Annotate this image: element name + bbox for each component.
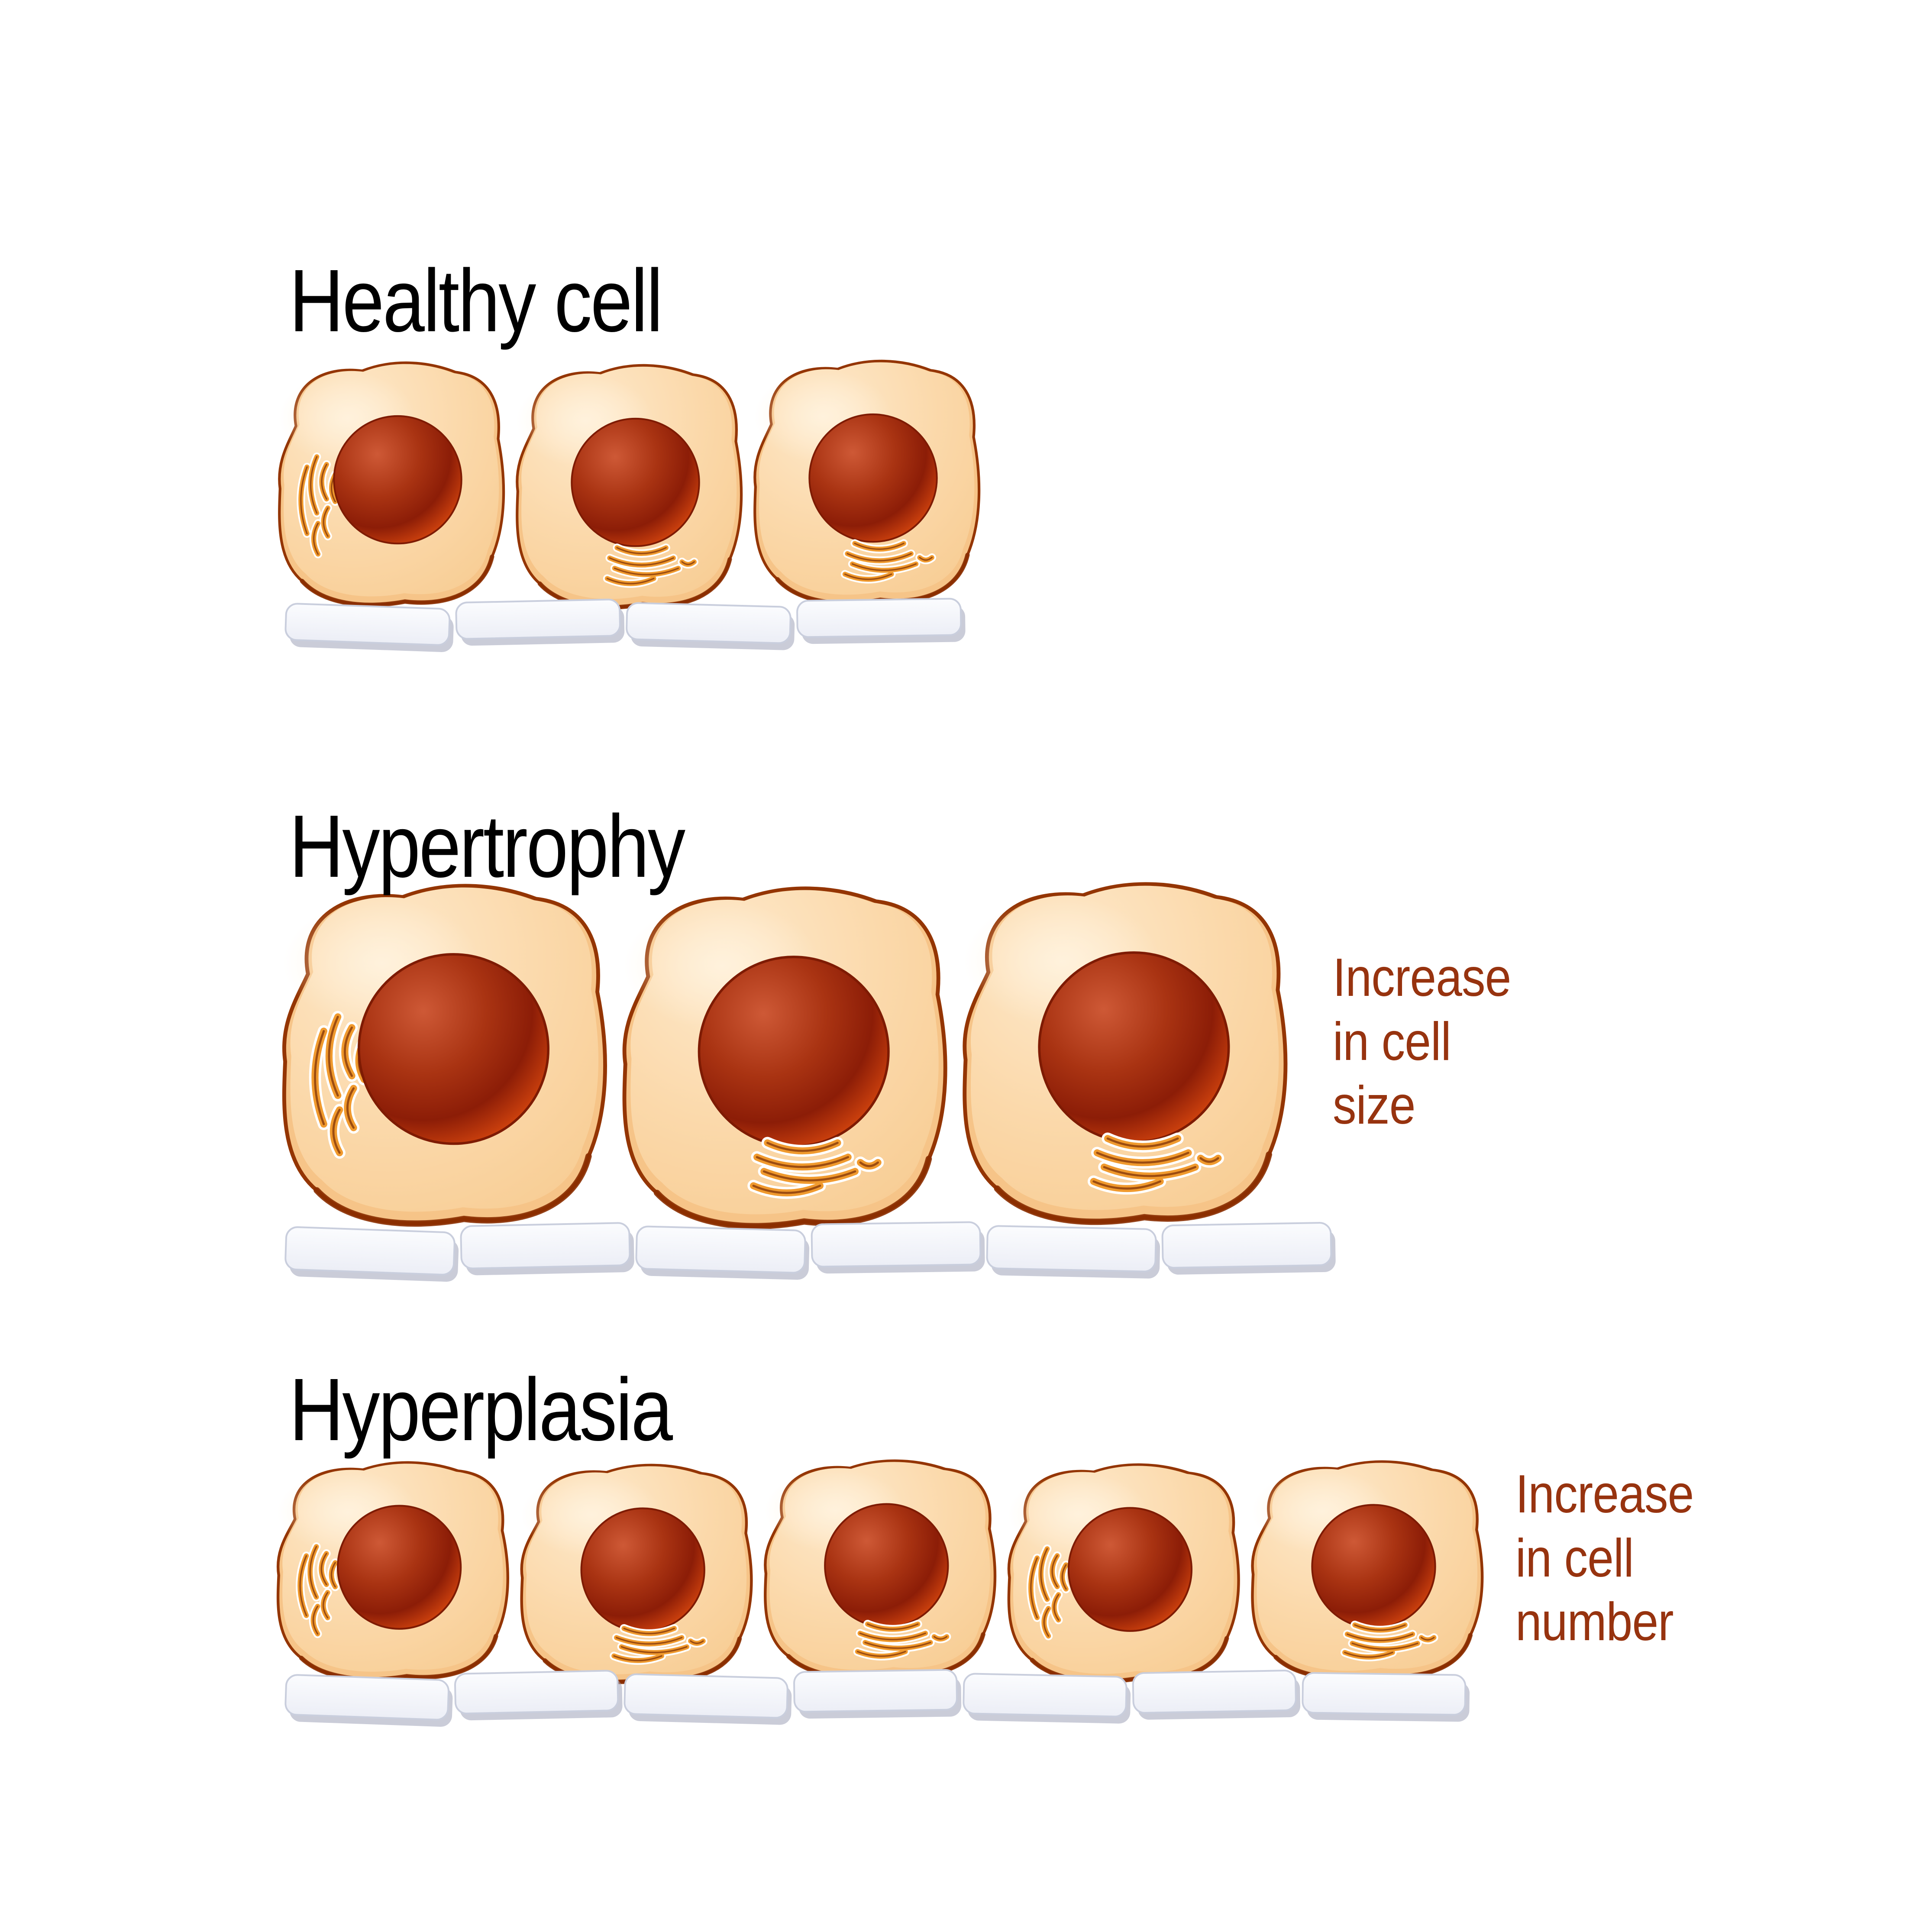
basement-membrane-segment bbox=[793, 1669, 962, 1719]
cell bbox=[753, 359, 981, 606]
cell-bottom-shade bbox=[299, 1634, 498, 1682]
cell-nucleus bbox=[1038, 951, 1230, 1144]
basement-membrane-segment bbox=[811, 1221, 985, 1274]
cell bbox=[276, 1461, 509, 1682]
cell bbox=[1251, 1460, 1484, 1681]
cell bbox=[1007, 1463, 1240, 1684]
cell bbox=[622, 886, 947, 1230]
section-title-healthy-cell: Healthy cell bbox=[289, 251, 663, 350]
cell bbox=[520, 1464, 753, 1684]
cell bbox=[282, 884, 607, 1227]
basement-membrane-segment bbox=[455, 598, 625, 646]
basement-membrane-segment bbox=[1302, 1672, 1470, 1722]
basement-membrane-segment bbox=[963, 1673, 1131, 1724]
annotation-increase-cell-number: Increase in cell number bbox=[1515, 1464, 1694, 1652]
cell-nucleus bbox=[824, 1503, 949, 1628]
cell-nucleus bbox=[698, 956, 890, 1148]
basement-membrane-segment bbox=[460, 1222, 634, 1276]
section-title-hyperplasia: Hyperplasia bbox=[289, 1360, 673, 1459]
cell bbox=[278, 361, 505, 607]
cell-bottom-shade bbox=[313, 1153, 592, 1227]
basement-membrane-segment bbox=[624, 1673, 792, 1725]
basement-membrane-segment bbox=[626, 602, 795, 650]
basement-membrane-segment bbox=[284, 1674, 453, 1727]
cell-nucleus bbox=[571, 417, 700, 547]
cell-nucleus bbox=[1311, 1504, 1436, 1629]
cell-nucleus bbox=[808, 413, 938, 543]
cell-nucleus bbox=[333, 415, 462, 545]
section-title-hypertrophy: Hypertrophy bbox=[289, 797, 685, 896]
basement-membrane-segment bbox=[635, 1225, 810, 1280]
basement-membrane-segment bbox=[1132, 1670, 1301, 1720]
cell-bottom-shade bbox=[653, 1156, 932, 1230]
cell-nucleus bbox=[580, 1507, 705, 1632]
cell-bottom-shade bbox=[300, 554, 494, 607]
basement-membrane-segment bbox=[284, 603, 454, 653]
cell-nucleus bbox=[357, 953, 550, 1145]
basement-membrane-segment bbox=[454, 1670, 623, 1721]
cell-nucleus bbox=[1067, 1507, 1193, 1632]
basement-membrane-segment bbox=[796, 598, 966, 644]
cell bbox=[516, 364, 743, 610]
cell-bottom-shade bbox=[994, 1151, 1272, 1225]
cell-nucleus bbox=[336, 1505, 462, 1630]
cell bbox=[963, 882, 1288, 1225]
basement-membrane-segment bbox=[986, 1225, 1160, 1279]
annotation-increase-cell-size: Increase in cell size bbox=[1333, 948, 1511, 1136]
basement-membrane-segment bbox=[284, 1226, 459, 1282]
basement-membrane-segment bbox=[1161, 1222, 1336, 1275]
cell bbox=[764, 1459, 997, 1680]
